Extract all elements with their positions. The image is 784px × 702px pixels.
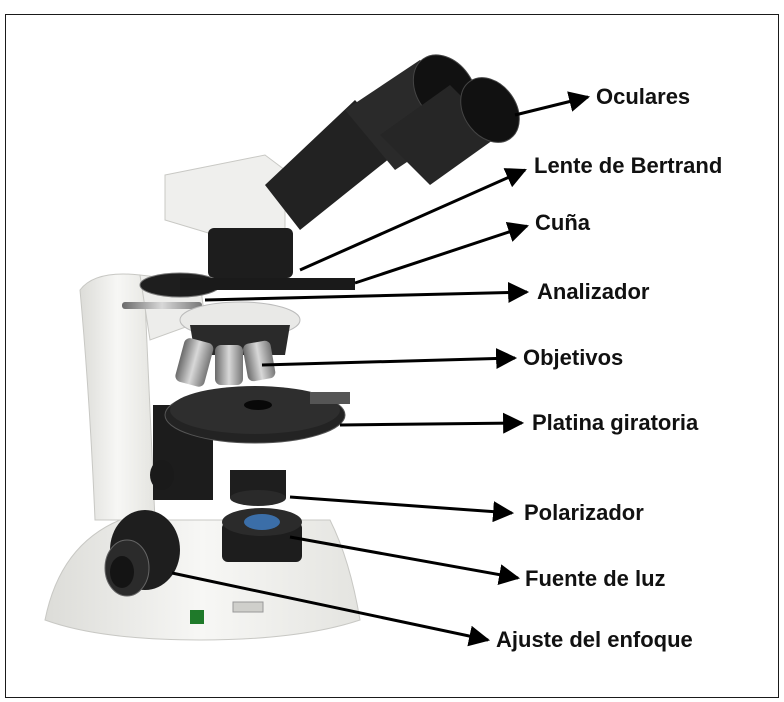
bertrand-lens-housing bbox=[208, 228, 293, 278]
arrow-platina bbox=[340, 423, 522, 425]
label-cuna: Cuña bbox=[535, 212, 590, 234]
arrow-polarizador bbox=[290, 497, 512, 513]
analyzer-rod bbox=[122, 302, 202, 309]
arrow-analizador bbox=[205, 292, 527, 300]
label-ajuste: Ajuste del enfoque bbox=[496, 629, 693, 651]
label-platina: Platina giratoria bbox=[532, 412, 698, 434]
label-lente-bertrand: Lente de Bertrand bbox=[534, 155, 722, 177]
power-switch bbox=[190, 610, 204, 624]
stage-knob bbox=[150, 460, 174, 490]
label-fuente: Fuente de luz bbox=[525, 568, 666, 590]
polarizer bbox=[230, 470, 286, 506]
label-oculares: Oculares bbox=[596, 86, 690, 108]
microscope-head bbox=[165, 155, 293, 278]
brand-plate bbox=[233, 602, 263, 612]
objective-lens bbox=[215, 345, 243, 385]
label-polarizador: Polarizador bbox=[524, 502, 644, 524]
nosepiece bbox=[174, 302, 300, 388]
eyepieces bbox=[265, 43, 531, 230]
light-source bbox=[222, 508, 302, 562]
label-analizador: Analizador bbox=[537, 281, 649, 303]
arrow-objetivos bbox=[262, 358, 515, 365]
arrow-oculares bbox=[515, 97, 588, 115]
objective-lens bbox=[174, 337, 215, 388]
label-objetivos: Objetivos bbox=[523, 347, 623, 369]
